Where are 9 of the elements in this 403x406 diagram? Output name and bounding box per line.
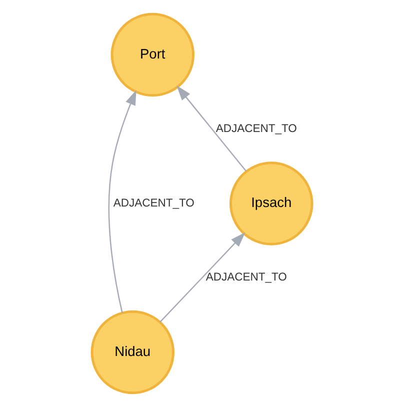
node-circle: Port (110, 12, 194, 96)
edge-label: ADJACENT_TO (205, 271, 286, 284)
arrow (159, 232, 245, 322)
arrow (108, 89, 136, 313)
node-circle: Nidau (90, 310, 174, 394)
edge-label: ADJACENT_TO (215, 122, 296, 134)
node-circle: Ipsach (229, 161, 313, 245)
arrow (176, 85, 246, 172)
edge-label: ADJACENT_TO (112, 196, 194, 209)
